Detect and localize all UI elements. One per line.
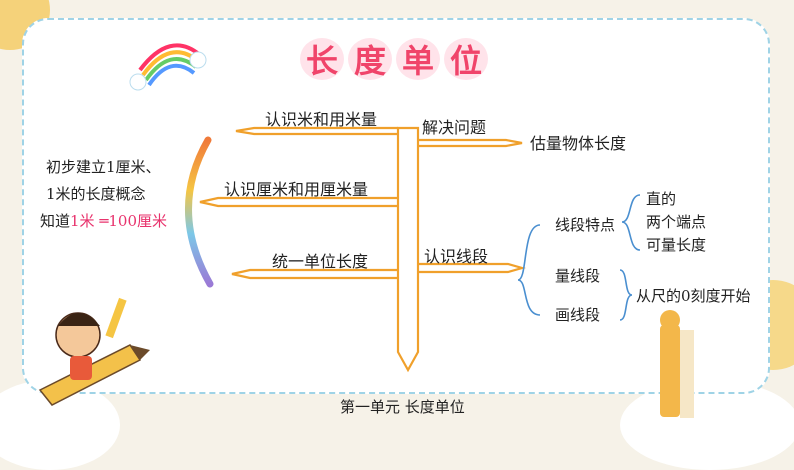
segment-zero-start: 从尺的0刻度开始 <box>636 287 751 305</box>
bracket-features <box>621 194 641 251</box>
segment-draw-label: 画线段 <box>555 306 601 324</box>
branch-label-r2: 认识线段 <box>424 247 489 266</box>
left-note-line2: 1米的长度概念 <box>46 185 146 203</box>
branch-leaf-r1: 估量物体长度 <box>530 134 627 153</box>
segment-feature-2: 两个端点 <box>646 213 707 231</box>
giraffe-ruler-illustration <box>660 310 694 418</box>
title-char: 单 <box>396 38 440 80</box>
segment-features-label: 线段特点 <box>555 216 616 234</box>
branch-arrow-2 <box>199 196 398 208</box>
mind-map-arrows <box>38 43 694 418</box>
title-char: 长 <box>300 38 344 80</box>
segment-feature-3: 可量长度 <box>646 236 707 254</box>
left-note-prefix: 知道 <box>40 212 71 230</box>
branch-arrow-1 <box>235 126 398 136</box>
branch-label-3: 统一单位长度 <box>272 252 369 271</box>
segment-measure-label: 量线段 <box>555 267 601 285</box>
branch-label-2: 认识厘米和用厘米量 <box>224 180 369 199</box>
bracket-curve <box>185 136 214 288</box>
branch-arrow-3 <box>231 268 398 280</box>
footer-unit-title: 第一单元 长度单位 <box>340 398 465 416</box>
rainbow-icon <box>129 43 207 91</box>
page-title: 长 度 单 位 <box>300 38 488 80</box>
left-note-line3: 知道1米 ═100厘米 <box>40 210 167 231</box>
left-note-line1: 初步建立1厘米、 <box>46 158 161 176</box>
trunk-arrow <box>396 126 420 373</box>
kid-on-pencil-illustration <box>38 297 150 406</box>
title-char: 度 <box>348 38 392 80</box>
branch-arrow-r1 <box>418 138 523 148</box>
branch-label-r1: 解决问题 <box>422 118 487 137</box>
branch-arrow-r2 <box>418 262 527 274</box>
bracket-measure <box>619 269 633 321</box>
bracket-segment <box>517 224 541 316</box>
left-note-highlight: 1米 ═100厘米 <box>70 212 167 230</box>
title-char: 位 <box>444 38 488 80</box>
segment-feature-1: 直的 <box>646 190 677 208</box>
branch-label-1: 认识米和用米量 <box>265 110 378 129</box>
